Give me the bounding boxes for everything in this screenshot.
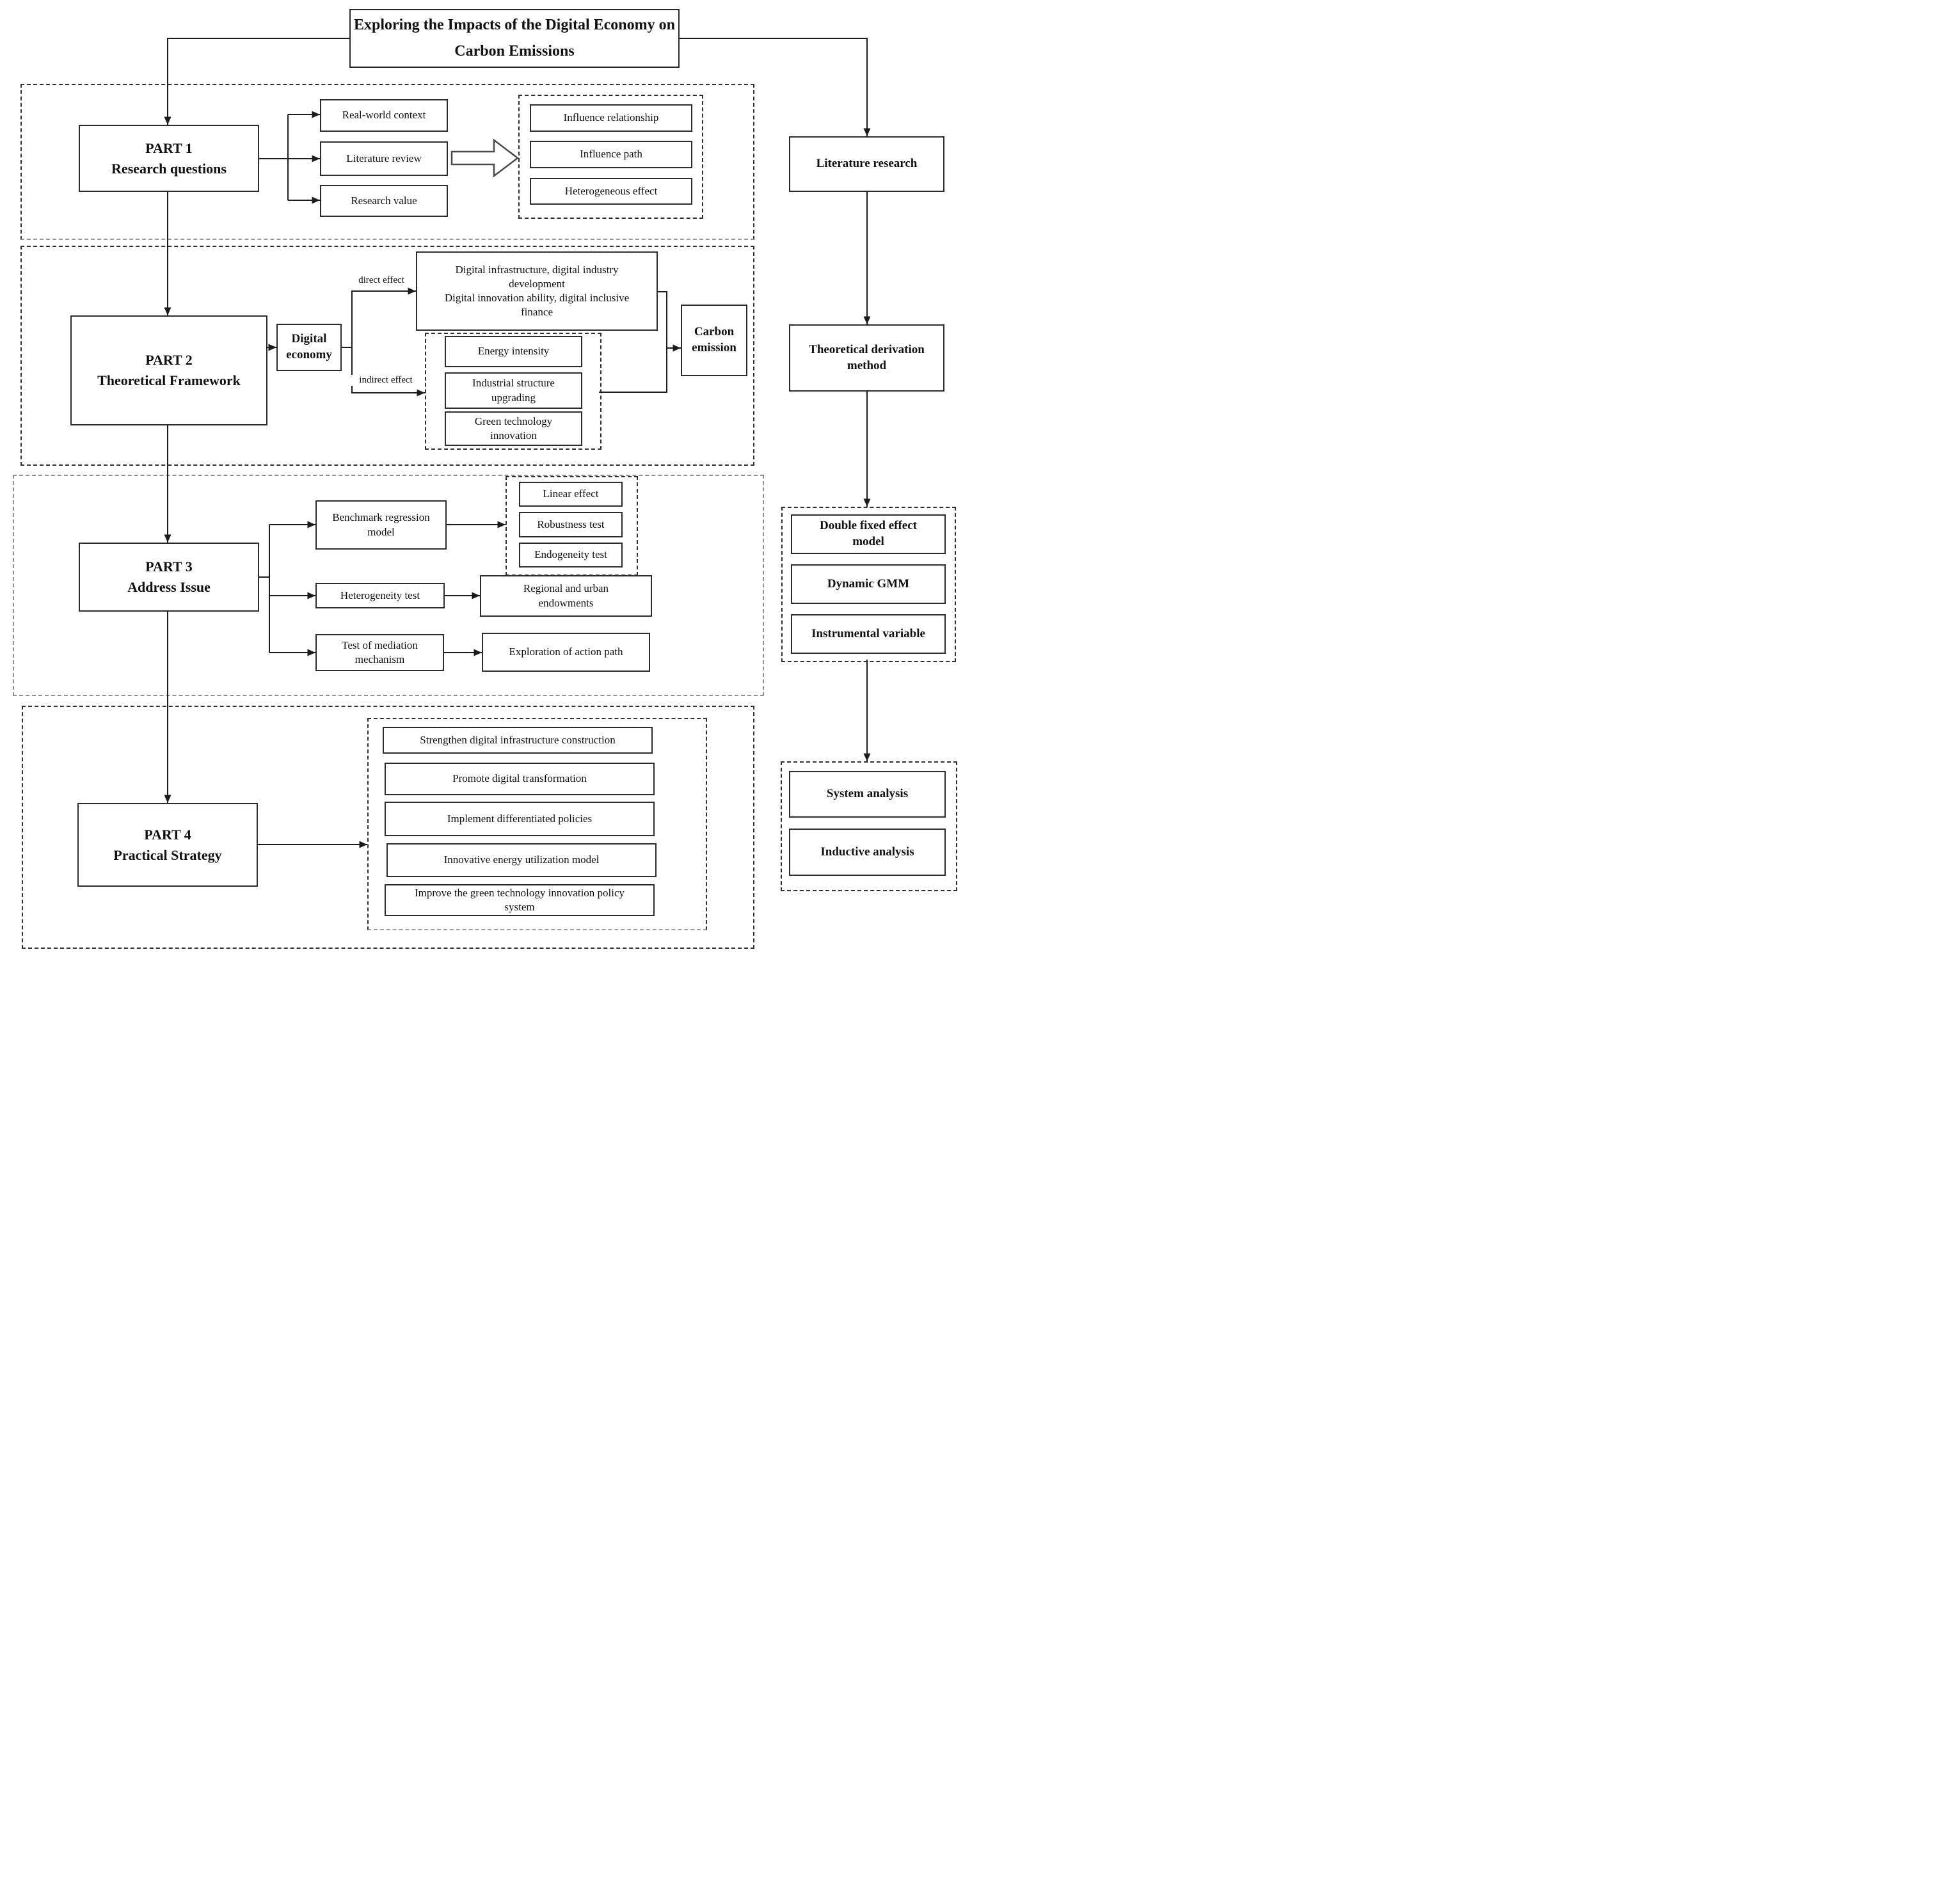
part3-branch-arrows — [259, 521, 506, 656]
action-path-box: Exploration of action path — [482, 633, 650, 672]
carbon-emission-label: Carbon emission — [692, 325, 737, 354]
part1-branch-arrows — [259, 111, 320, 204]
dynamic-gmm-label: Dynamic GMM — [827, 576, 910, 591]
robustness-test-label: Robustness test — [537, 518, 605, 530]
instrumental-variable-box: Instrumental variable — [791, 614, 946, 654]
regional-endowments-box: Regional and urban endowments — [480, 575, 652, 617]
part2-label-line2: Theoretical Framework — [97, 372, 241, 388]
research-value-label: Research value — [351, 194, 417, 207]
dynamic-gmm-box: Dynamic GMM — [791, 564, 946, 604]
endogeneity-test-label: Endogeneity test — [534, 548, 607, 561]
methods-group — [781, 507, 956, 662]
arrow-title-to-literature-research — [680, 38, 871, 136]
part3-label-line1: PART 3 — [145, 559, 193, 575]
double-fixed-effect-label: Double fixed effect model — [820, 519, 917, 548]
inductive-analysis-box: Inductive analysis — [789, 829, 946, 876]
analysis-group — [781, 761, 957, 891]
direct-effect-line1: Digital infrastructure, digital industry… — [455, 263, 619, 290]
influence-relationship-label: Influence relationship — [563, 111, 659, 124]
system-analysis-label: System analysis — [826, 787, 909, 801]
endogeneity-test-box: Endogeneity test — [519, 543, 623, 567]
strategy-3-label: Implement differentiated policies — [447, 812, 593, 825]
part4-container — [22, 706, 754, 949]
energy-intensity-box: Energy intensity — [445, 336, 582, 367]
linear-effect-label: Linear effect — [543, 488, 599, 500]
theoretical-derivation-box: Theoretical derivation method — [789, 324, 944, 392]
part3-container — [13, 475, 764, 696]
regional-endowments-label: Regional and urban endowments — [523, 582, 609, 609]
double-fixed-effect-box: Double fixed effect model — [791, 514, 946, 554]
part1-outcomes-group — [518, 95, 703, 219]
direct-effect-line2: Digital innovation ability, digital incl… — [444, 292, 630, 319]
digital-economy-box: Digital economy — [276, 324, 342, 371]
carbon-emission-box: Carbon emission — [681, 305, 747, 376]
part2-label-line1: PART 2 — [145, 352, 193, 369]
mediation-mechanism-box: Test of mediation mechanism — [315, 634, 444, 671]
heterogeneity-test-box: Heterogeneity test — [315, 583, 445, 608]
literature-review-label: Literature review — [346, 152, 422, 164]
benchmark-regression-box: Benchmark regression model — [315, 500, 447, 550]
mediator-group — [425, 333, 601, 450]
action-path-label: Exploration of action path — [509, 646, 623, 658]
strategy-1-box: Strengthen digital infrastructure constr… — [383, 727, 653, 754]
part3-label-line2: Address Issue — [127, 579, 211, 595]
part4-label-line2: Practical Strategy — [113, 846, 222, 863]
instrumental-variable-label: Instrumental variable — [811, 626, 925, 640]
literature-research-label: Literature research — [816, 157, 918, 171]
system-analysis-box: System analysis — [789, 771, 946, 818]
strategy-4-box: Innovative energy utilization model — [386, 843, 657, 877]
strategy-3-box: Implement differentiated policies — [385, 802, 655, 836]
influence-path-label: Influence path — [580, 148, 642, 161]
digital-economy-label: Digital economy — [286, 332, 332, 361]
heterogeneous-effect-box: Heterogeneous effect — [530, 178, 692, 205]
connector-layer — [164, 38, 871, 848]
diagram-title: Exploring the Impacts of the Digital Eco… — [349, 9, 680, 68]
influence-relationship-box: Influence relationship — [530, 104, 692, 132]
part3-box: PART 3 Address Issue — [79, 543, 259, 612]
part4-box: PART 4 Practical Strategy — [77, 803, 258, 887]
industrial-structure-box: Industrial structure upgrading — [445, 372, 582, 409]
part4-label-line1: PART 4 — [144, 826, 191, 843]
strategy-5-label: Improve the green technology innovation … — [414, 886, 625, 913]
part1-label-line2: Research questions — [111, 160, 227, 177]
diagram-title-text: Exploring the Impacts of the Digital Eco… — [353, 17, 675, 60]
strategy-2-box: Promote digital transformation — [385, 763, 655, 795]
part1-container — [20, 84, 754, 240]
green-technology-box: Green technology innovation — [445, 411, 582, 446]
real-world-context-box: Real-world context — [320, 99, 448, 132]
benchmark-regression-label: Benchmark regression model — [332, 511, 430, 538]
part2-branch-arrows — [267, 287, 681, 397]
direct-effect-box: Digital infrastructure, digital industry… — [416, 251, 658, 331]
part2-box: PART 2 Theoretical Framework — [70, 315, 267, 425]
real-world-context-label: Real-world context — [342, 109, 426, 122]
direct-effect-label: direct effect — [351, 275, 412, 286]
heterogeneous-effect-label: Heterogeneous effect — [564, 184, 658, 197]
arrow-title-to-part1 — [164, 38, 349, 125]
robustness-test-box: Robustness test — [519, 512, 623, 537]
research-framework-diagram: Exploring the Impacts of the Digital Eco… — [0, 0, 967, 952]
strategy-4-label: Innovative energy utilization model — [443, 853, 600, 866]
linear-effect-box: Linear effect — [519, 482, 623, 507]
indirect-effect-label: indirect effect — [351, 375, 421, 386]
strategies-group — [367, 718, 707, 930]
influence-path-box: Influence path — [530, 141, 692, 168]
literature-research-box: Literature research — [789, 136, 944, 192]
green-technology-label: Green technology innovation — [474, 415, 553, 441]
industrial-structure-label: Industrial structure upgrading — [472, 377, 555, 404]
hollow-arrow-icon — [450, 138, 520, 178]
heterogeneity-test-label: Heterogeneity test — [340, 589, 420, 601]
strategy-2-label: Promote digital transformation — [452, 772, 587, 785]
inductive-analysis-label: Inductive analysis — [820, 845, 914, 859]
mediation-mechanism-label: Test of mediation mechanism — [342, 639, 418, 665]
strategy-1-label: Strengthen digital infrastructure constr… — [420, 733, 616, 746]
strategy-5-box: Improve the green technology innovation … — [385, 884, 655, 916]
theoretical-derivation-label: Theoretical derivation method — [809, 342, 925, 372]
research-value-box: Research value — [320, 185, 448, 217]
part1-box: PART 1 Research questions — [79, 125, 259, 192]
part2-container — [20, 246, 754, 466]
literature-review-box: Literature review — [320, 141, 448, 176]
energy-intensity-label: Energy intensity — [477, 345, 550, 358]
part1-label-line1: PART 1 — [145, 139, 193, 156]
